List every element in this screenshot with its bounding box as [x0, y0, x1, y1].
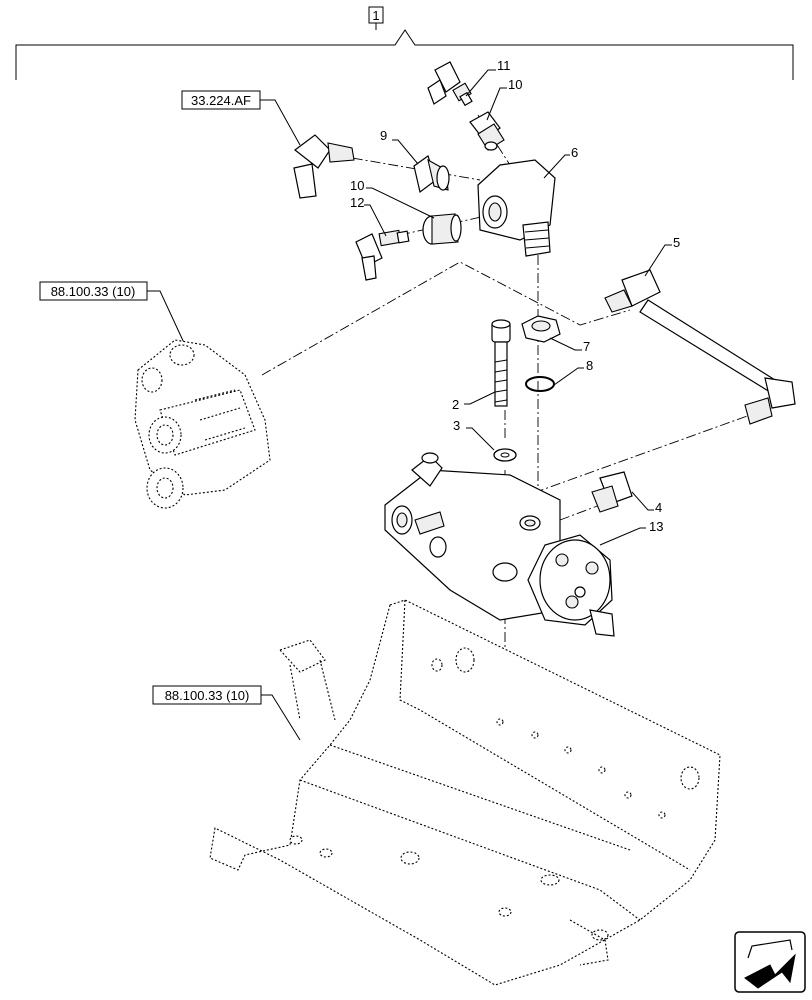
svg-text:88.100.33 (10): 88.100.33 (10) — [51, 284, 136, 299]
svg-text:33.224.AF: 33.224.AF — [191, 93, 251, 108]
part-8-o-ring[interactable] — [525, 376, 555, 392]
svg-text:88.100.33 (10): 88.100.33 (10) — [165, 688, 250, 703]
part-5-pipe-assembly[interactable] — [604, 269, 796, 425]
callout-2: 2 — [452, 391, 496, 412]
reference-8810033-top[interactable]: 88.100.33 (10) — [39, 281, 186, 346]
callout-9: 9 — [380, 128, 419, 165]
reference-33224af[interactable]: 33.224.AF — [181, 90, 301, 146]
reference-pump-housing — [134, 339, 271, 509]
part-13-valve-body[interactable] — [384, 452, 615, 637]
svg-text:4: 4 — [655, 500, 662, 515]
callout-10-lower: 10 — [350, 178, 435, 219]
callout-3: 3 — [453, 418, 495, 451]
part-12-elbow-connector[interactable] — [355, 229, 410, 281]
part-9-plug-fitting[interactable] — [413, 155, 450, 194]
part-10-adapter-lower[interactable] — [422, 213, 462, 245]
part-6-elbow-block[interactable] — [477, 159, 556, 257]
svg-text:9: 9 — [380, 128, 387, 143]
svg-text:3: 3 — [453, 418, 460, 433]
svg-text:10: 10 — [350, 178, 364, 193]
svg-text:12: 12 — [350, 195, 364, 210]
part-2-bolt[interactable] — [491, 319, 511, 407]
callout-12: 12 — [350, 195, 387, 237]
assembly-label: 1 — [372, 8, 379, 23]
callout-8: 8 — [553, 358, 593, 386]
svg-text:8: 8 — [586, 358, 593, 373]
assembly-bracket: 1 — [15, 6, 794, 80]
reference-8810033-bottom[interactable]: 88.100.33 (10) — [152, 685, 301, 741]
callout-11: 11 — [465, 58, 511, 97]
connector-33224af — [293, 134, 355, 199]
part-7-nut[interactable] — [521, 315, 561, 343]
next-page-arrow-icon[interactable] — [734, 931, 806, 993]
part-3-washer[interactable] — [493, 448, 517, 462]
callout-6: 6 — [543, 145, 578, 179]
callout-10-top: 10 — [486, 77, 522, 121]
callout-13: 13 — [599, 519, 663, 546]
part-11-elbow-fitting[interactable] — [427, 61, 473, 107]
svg-text:7: 7 — [583, 339, 590, 354]
svg-text:13: 13 — [649, 519, 663, 534]
svg-text:5: 5 — [673, 235, 680, 250]
svg-text:11: 11 — [497, 58, 511, 73]
svg-text:2: 2 — [452, 397, 459, 412]
svg-text:10: 10 — [508, 77, 522, 92]
svg-text:6: 6 — [571, 145, 578, 160]
part-4-plug[interactable] — [591, 471, 633, 513]
callout-7: 7 — [549, 337, 590, 354]
callout-5: 5 — [644, 235, 680, 277]
reference-frame — [209, 599, 721, 986]
callout-4: 4 — [631, 491, 662, 515]
part-10-adapter-top[interactable] — [469, 111, 505, 151]
